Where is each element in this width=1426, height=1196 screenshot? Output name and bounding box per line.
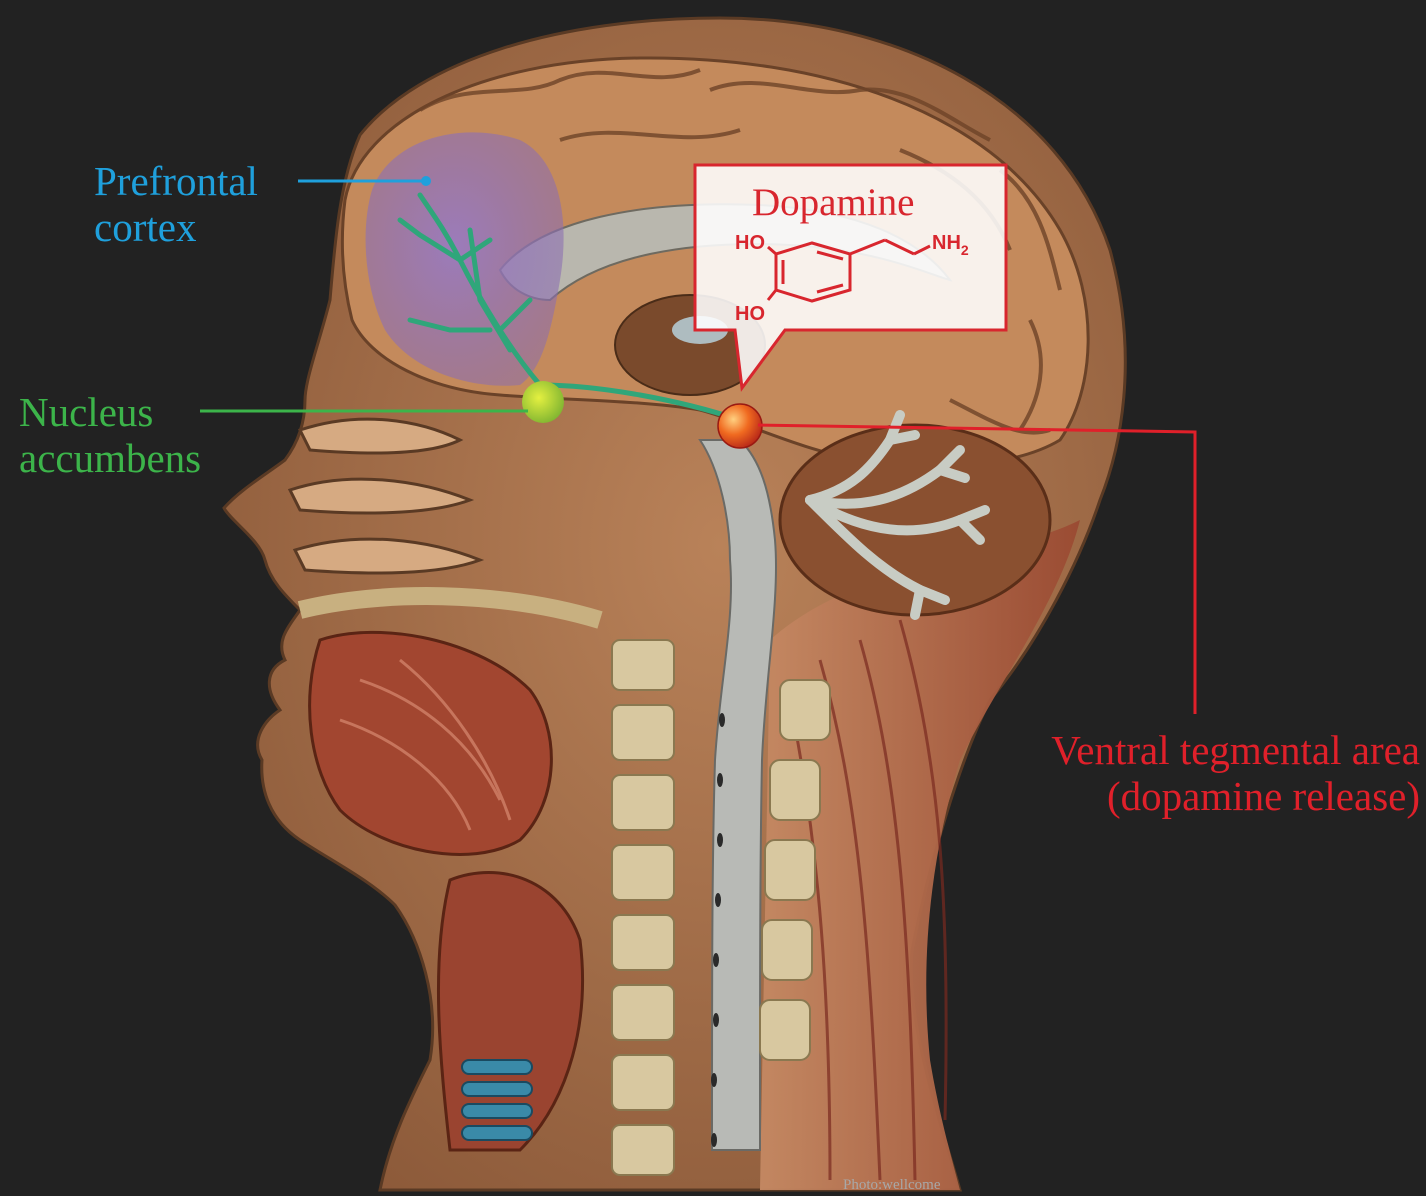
amine-text: NH [932,232,961,254]
prefrontal-label-line2: cortex [94,204,258,250]
nucleus-label-line1: Nucleus [19,389,201,435]
nucleus-label-line2: accumbens [19,435,201,481]
ho-top-label: HO [735,232,765,254]
nasal-turbinates [290,419,480,573]
vta-label-line1: Ventral tegmental area [1020,727,1420,773]
prefrontal-leader-dot [421,176,431,186]
dopamine-title: Dopamine [752,181,914,225]
nucleus-accumbens-label: Nucleus accumbens [19,389,201,481]
vta-marker [718,404,762,448]
ho-bottom-label: HO [735,303,765,325]
ventral-tegmental-area-label: Ventral tegmental area (dopamine release… [1020,727,1420,819]
amine-subscript: 2 [961,242,969,258]
vta-label-line2: (dopamine release) [1020,773,1420,819]
photo-credit: Photo:wellcome [843,1177,941,1194]
nucleus-accumbens-marker [522,381,564,423]
prefrontal-cortex-label: Prefrontal cortex [94,158,258,250]
prefrontal-label-line1: Prefrontal [94,158,258,204]
